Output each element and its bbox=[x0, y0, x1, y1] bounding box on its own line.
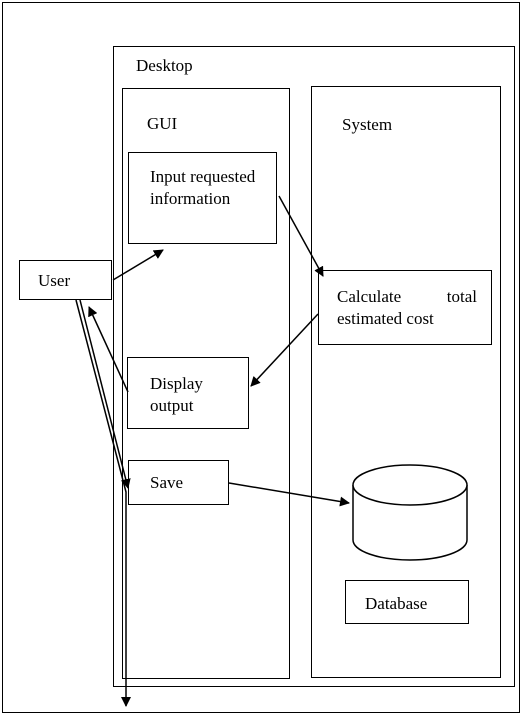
database-label-box bbox=[345, 580, 469, 624]
display-label: Display output bbox=[150, 374, 203, 415]
database-cylinder-icon bbox=[352, 464, 468, 561]
save-label: Save bbox=[150, 473, 184, 492]
user-node bbox=[19, 260, 112, 300]
input-node bbox=[128, 152, 277, 244]
calculate-label: Calculate total estimated cost bbox=[337, 287, 477, 328]
input-label: Input requested information bbox=[150, 167, 256, 208]
arrow-user-to-save bbox=[79, 299, 131, 489]
database-label: Database bbox=[365, 594, 428, 613]
user-label: User bbox=[38, 271, 71, 290]
display-node bbox=[127, 357, 249, 429]
arrow-user-to-bottom bbox=[75, 299, 131, 707]
system-label: System bbox=[342, 115, 393, 134]
system-container bbox=[311, 86, 501, 678]
save-node bbox=[128, 460, 229, 505]
arrow-display-to-user bbox=[88, 306, 129, 393]
arrow-save-to-database bbox=[228, 482, 350, 507]
arrow-input-to-calculate bbox=[278, 195, 324, 277]
calculate-node bbox=[318, 270, 492, 345]
gui-label: GUI bbox=[147, 114, 178, 133]
desktop-label: Desktop bbox=[136, 56, 193, 75]
arrow-calculate-to-display bbox=[250, 313, 319, 387]
arrow-user-to-input bbox=[112, 249, 164, 281]
